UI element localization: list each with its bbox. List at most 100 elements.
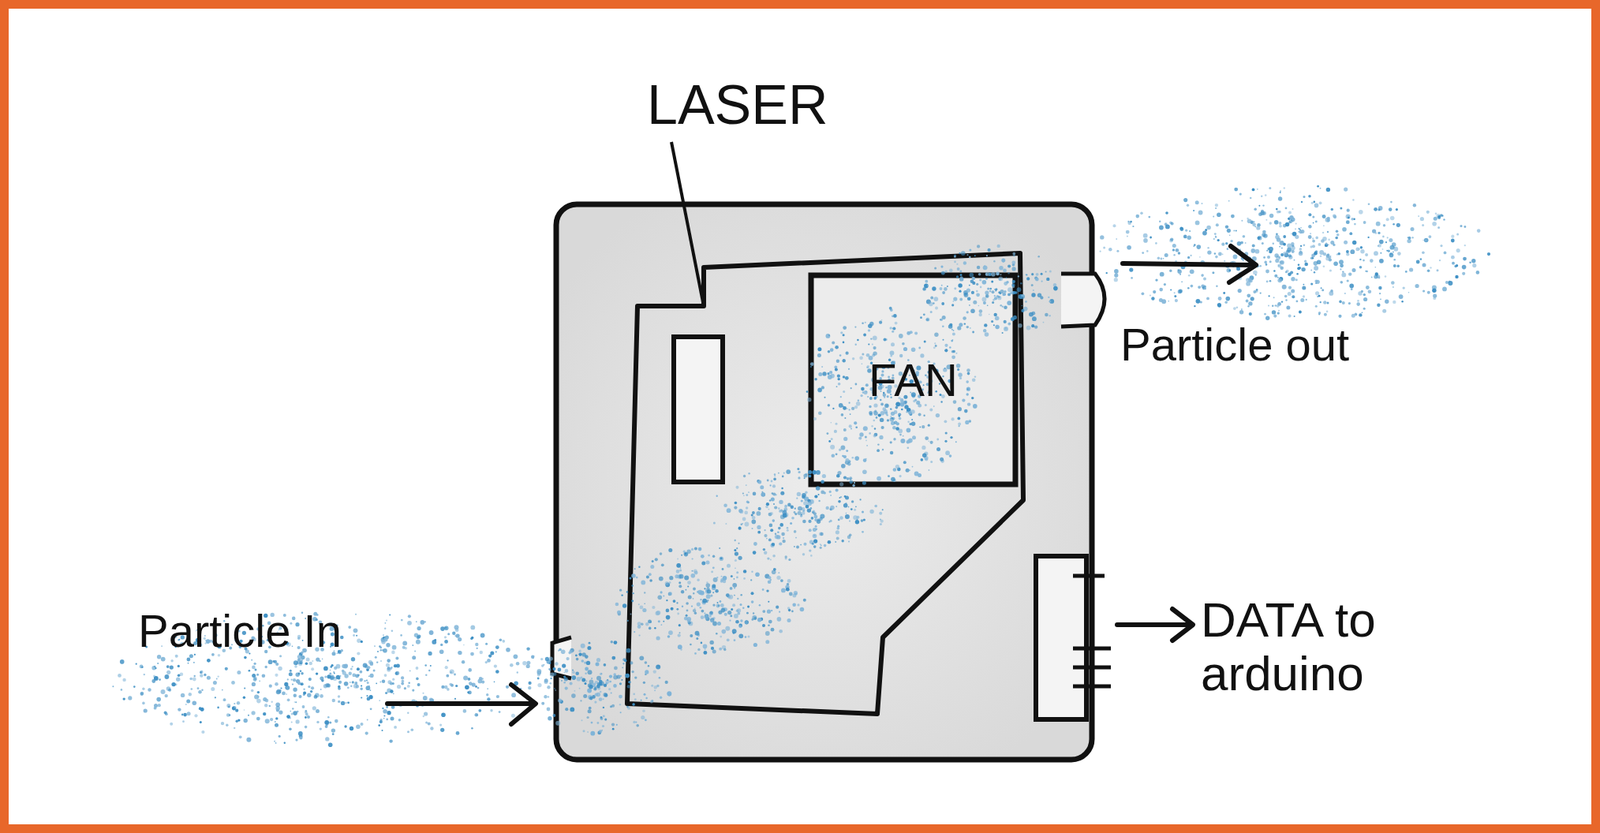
particle-dot — [384, 673, 388, 677]
particle-dot — [1278, 196, 1283, 201]
particle-dot — [1437, 216, 1441, 220]
particle-dot — [1346, 209, 1350, 213]
particle-dot — [323, 666, 329, 672]
particle-dot — [325, 725, 329, 729]
particle-dot — [718, 547, 721, 550]
particle-dot — [1282, 251, 1287, 256]
particle-dot — [1126, 235, 1129, 238]
particle-dot — [1428, 235, 1432, 239]
particle-dot — [160, 689, 166, 695]
particle-dot — [1388, 207, 1393, 212]
particle-dot — [598, 697, 603, 702]
particle-dot — [1252, 290, 1257, 294]
particle-dot — [133, 685, 136, 688]
particle-dot — [288, 727, 292, 731]
particle-dot — [1402, 286, 1406, 289]
particle-dot — [1199, 256, 1201, 258]
particle-dot — [1257, 235, 1263, 241]
particle-dot — [1327, 238, 1331, 241]
particle-dot — [624, 673, 630, 679]
particle-dot — [735, 620, 740, 625]
particle-dot — [388, 739, 393, 743]
particle-dot — [1303, 195, 1306, 199]
particle-dot — [1163, 283, 1167, 286]
particle-dot — [1420, 216, 1425, 221]
particle-dot — [603, 692, 608, 697]
particle-dot — [1173, 295, 1177, 298]
particle-dot — [659, 696, 662, 700]
particle-dot — [180, 693, 185, 698]
particle-dot — [415, 677, 419, 681]
particle-dot — [1343, 187, 1348, 192]
particle-dot — [1299, 247, 1303, 251]
particle-dot — [1186, 204, 1189, 207]
particle-dot — [586, 661, 591, 666]
particle-dot — [1263, 261, 1268, 265]
particle-dot — [1429, 266, 1432, 269]
particle-dot — [1363, 297, 1368, 302]
particle-dot — [319, 694, 324, 699]
particle-dot — [385, 691, 388, 695]
particle-dot — [1255, 274, 1257, 277]
particle-dot — [721, 629, 727, 635]
particle-dot — [566, 657, 570, 661]
particle-dot — [1202, 231, 1208, 236]
particle-dot — [201, 730, 205, 734]
particle-dot — [231, 680, 236, 685]
particle-dot — [292, 687, 297, 692]
particle-dot — [143, 708, 148, 713]
particle-dot — [755, 572, 760, 578]
particle-dot — [407, 684, 411, 688]
particle-dot — [385, 642, 390, 647]
particle-dot — [1175, 248, 1180, 253]
particle-dot — [1393, 246, 1399, 252]
particle-dot — [1256, 225, 1260, 230]
particle-dot — [1263, 256, 1266, 259]
particle-dot — [564, 669, 569, 673]
particle-dot — [499, 639, 503, 643]
particle-dot — [697, 648, 700, 651]
particle-dot — [768, 620, 773, 625]
particle-dot — [1308, 194, 1312, 199]
particle-dot — [600, 717, 604, 721]
particle-dot — [1274, 253, 1279, 258]
particle-dot — [258, 680, 261, 682]
particle-dot — [177, 707, 181, 711]
particle-dot — [1379, 298, 1382, 300]
inlet-port — [552, 637, 572, 679]
particle-dot — [380, 660, 382, 662]
particle-dot — [703, 614, 709, 620]
particle-dot — [319, 727, 322, 730]
particle-dot — [315, 672, 318, 675]
particle-dot — [728, 620, 731, 622]
particle-dot — [1214, 207, 1217, 210]
particle-dot — [613, 684, 617, 688]
particle-dot — [228, 706, 231, 709]
particle-dot — [1267, 247, 1270, 251]
particle-dot — [457, 650, 462, 655]
particle-dot — [1476, 270, 1481, 275]
particle-dot — [637, 621, 642, 626]
particle-dot — [1254, 225, 1257, 228]
particle-dot — [1417, 215, 1420, 217]
particle-dot — [635, 724, 640, 728]
particle-dot — [1464, 244, 1466, 247]
particle-dot — [656, 610, 662, 616]
particle-dot — [726, 638, 730, 642]
particle-dot — [553, 714, 557, 718]
particle-dot — [743, 511, 748, 516]
particle-dot — [634, 568, 636, 570]
particle-dot — [360, 687, 363, 691]
particle-dot — [785, 587, 790, 592]
particle-dot — [685, 601, 689, 606]
particle-dot — [752, 550, 757, 555]
particle-dot — [256, 699, 262, 704]
particle-dot — [757, 530, 761, 535]
particle-dot — [650, 621, 652, 624]
particle-dot — [687, 586, 689, 588]
particle-dot — [429, 630, 434, 636]
particle-dot — [1308, 235, 1313, 240]
particle-dot — [780, 491, 785, 496]
particle-dot — [661, 624, 663, 626]
particle-dot — [657, 594, 663, 600]
